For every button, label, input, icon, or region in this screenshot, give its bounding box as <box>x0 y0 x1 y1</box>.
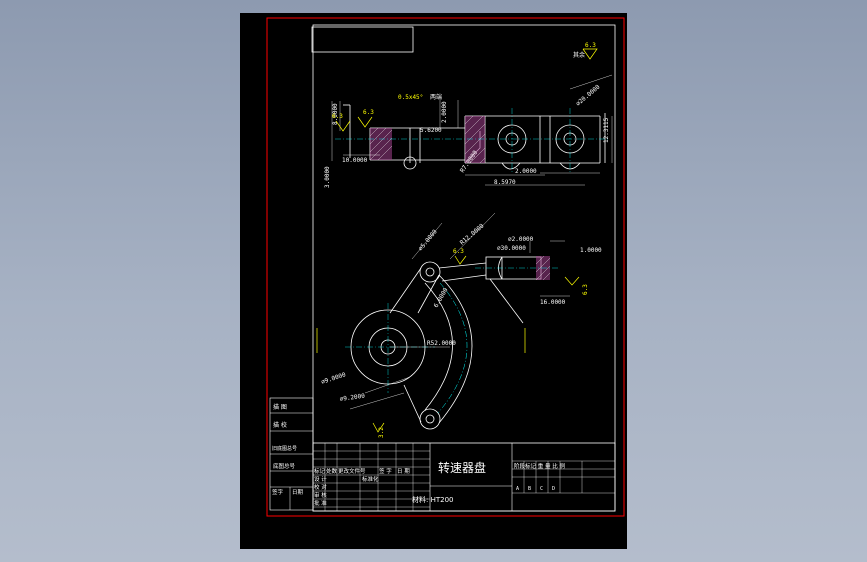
drawing-code-box <box>311 26 414 53</box>
sheet-border <box>266 17 625 517</box>
bind-label-4: 底图总号 <box>273 462 296 470</box>
dim-r12: R12.0000 <box>459 222 486 246</box>
dim-d2: ∅2.0000 <box>508 236 534 243</box>
row-design: 设 计 <box>314 475 327 483</box>
bind-label-3: 旧底图总号 <box>272 445 297 452</box>
dim-16000: 16.0000 <box>540 299 566 306</box>
dim-d92: ∅9.2000 <box>339 392 365 403</box>
row-check: 校 对 <box>314 483 327 491</box>
row-standard: 标准化 <box>362 475 379 483</box>
dim-both-ends: 两端 <box>430 93 442 101</box>
drawing-sheet: 描 图 描 校 旧底图总号 底图总号 签字 日期 标记 处数 <box>240 13 627 549</box>
dim-8597: 8.5970 <box>494 179 516 186</box>
roughness-3: 6.3 <box>453 248 464 255</box>
dim-10000: 10.0000 <box>342 157 368 164</box>
mark-d: D <box>552 486 555 492</box>
mark-a: A <box>516 486 519 492</box>
svg-text:6.3: 6.3 <box>585 42 596 49</box>
rev-col-sign: 签 字 <box>379 467 392 475</box>
row-approve: 批 准 <box>314 499 327 507</box>
dim-1000: 1.0000 <box>580 247 602 254</box>
rev-col-mark: 标记 <box>314 467 326 475</box>
general-roughness: 其余 6.3 <box>573 42 598 60</box>
dim-2000-b: 2.0000 <box>441 101 448 123</box>
dim-12311: 12.3115 <box>603 117 610 143</box>
bind-label-5: 签字 <box>272 488 284 496</box>
rev-col-date: 日 期 <box>397 468 410 475</box>
dim-3000: 3.0000 <box>324 166 331 188</box>
bind-label-1: 描 图 <box>273 403 287 411</box>
dim-2000-a: 2.0000 <box>515 168 537 175</box>
rev-col-docno: 更改文件号 <box>338 467 366 475</box>
bind-label-2: 描 校 <box>273 421 287 429</box>
roughness-2: 6.3 <box>363 109 374 116</box>
roughness-5: 3.2 <box>378 427 385 438</box>
stage-header: 阶段标记 重 量 比 例 <box>514 462 565 470</box>
dim-d20: ∅20.0000 <box>575 83 602 107</box>
dim-d9: ∅9.0000 <box>320 371 347 386</box>
roughness-1: 6.3 <box>332 113 343 120</box>
bind-label-6: 日期 <box>292 489 304 496</box>
dim-8000: 8.0000 <box>332 103 339 125</box>
engineering-drawing: 描 图 描 校 旧底图总号 底图总号 签字 日期 标记 处数 <box>266 17 625 517</box>
title-block: 标记 处数 更改文件号 签 字 日 期 设 计 校 对 审 核 批 准 标准化 … <box>312 442 616 512</box>
part-name: 转速器盘 <box>438 460 486 475</box>
dim-r52: R52.0000 <box>427 340 456 347</box>
mark-c: C <box>540 486 543 492</box>
dim-chamfer: 0.5x45° <box>398 94 423 101</box>
drawing-frame <box>312 24 616 512</box>
roughness-4: 6.3 <box>582 284 589 295</box>
dim-5620: 5.6200 <box>420 127 442 134</box>
svg-text:其余: 其余 <box>573 51 585 59</box>
front-view: ∅5.0000 R12.0000 6.0000 ∅30.0000 ∅2.0000… <box>316 212 602 438</box>
row-review: 审 核 <box>314 491 327 499</box>
dim-d5: ∅5.0000 <box>417 228 439 252</box>
top-view: 0.5x45° 两端 5.6200 10.0000 3.0000 8.0000 … <box>324 74 613 188</box>
material-label: 材料: HT200 <box>412 495 453 504</box>
mark-b: B <box>528 486 531 492</box>
rev-col-count: 处数 <box>326 467 338 475</box>
dim-d30: ∅30.0000 <box>497 245 526 252</box>
